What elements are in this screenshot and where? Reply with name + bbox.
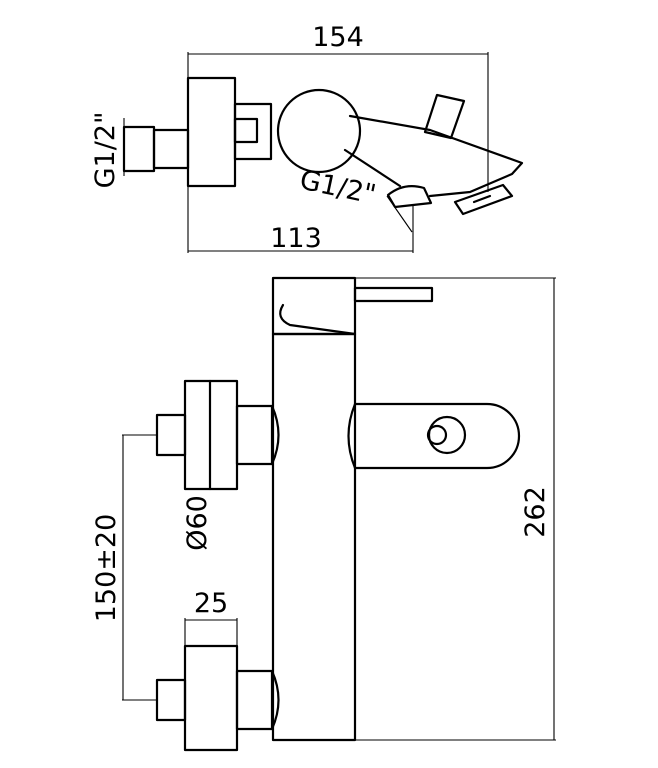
dim-outlet-thread-label: G1/2" — [297, 165, 379, 211]
front-spout — [347, 402, 521, 470]
front-upper-inlet-stub — [155, 413, 187, 457]
front-upper-nut-cap — [270, 404, 280, 466]
dim-154-label: 154 — [312, 22, 364, 53]
front-diverter-inner — [426, 424, 448, 446]
dim-150-label: 150±20 — [91, 514, 122, 623]
top-body-inner — [233, 117, 259, 144]
top-view: 154 113 G1/2" G1/2" — [90, 22, 524, 254]
dim-inlet-thread-label: G1/2" — [90, 112, 121, 189]
top-spout-inner — [343, 148, 402, 188]
dim-113-label: 113 — [270, 223, 322, 254]
top-diverter-knob — [386, 185, 433, 209]
front-lever — [353, 286, 434, 303]
top-cartridge-circle — [276, 88, 362, 174]
front-cartridge-cap — [271, 276, 357, 336]
top-spout-outlet — [453, 183, 514, 216]
top-escutcheon — [186, 76, 237, 188]
front-body-column — [271, 332, 357, 742]
front-cap-skirt — [279, 303, 357, 336]
top-inlet-stub — [122, 125, 156, 173]
top-spout — [348, 114, 524, 198]
top-spout-outlet-line — [472, 194, 492, 204]
front-lower-escutcheon — [183, 644, 239, 752]
front-lower-nut — [235, 669, 274, 731]
dim-262-label: 262 — [520, 486, 551, 538]
dim-diameter-label: Ø60 — [182, 495, 213, 551]
dim-outlet-thread-leader — [386, 195, 413, 233]
top-inlet-connector — [152, 128, 190, 170]
dim-25-label: 25 — [194, 588, 228, 619]
front-lower-inlet-stub — [155, 678, 187, 722]
front-lower-nut-cap — [270, 669, 280, 731]
front-upper-nut — [235, 404, 274, 466]
top-body-neck — [233, 102, 273, 161]
front-view: 262 150±20 Ø60 25 — [91, 276, 556, 752]
top-lever — [423, 93, 466, 140]
